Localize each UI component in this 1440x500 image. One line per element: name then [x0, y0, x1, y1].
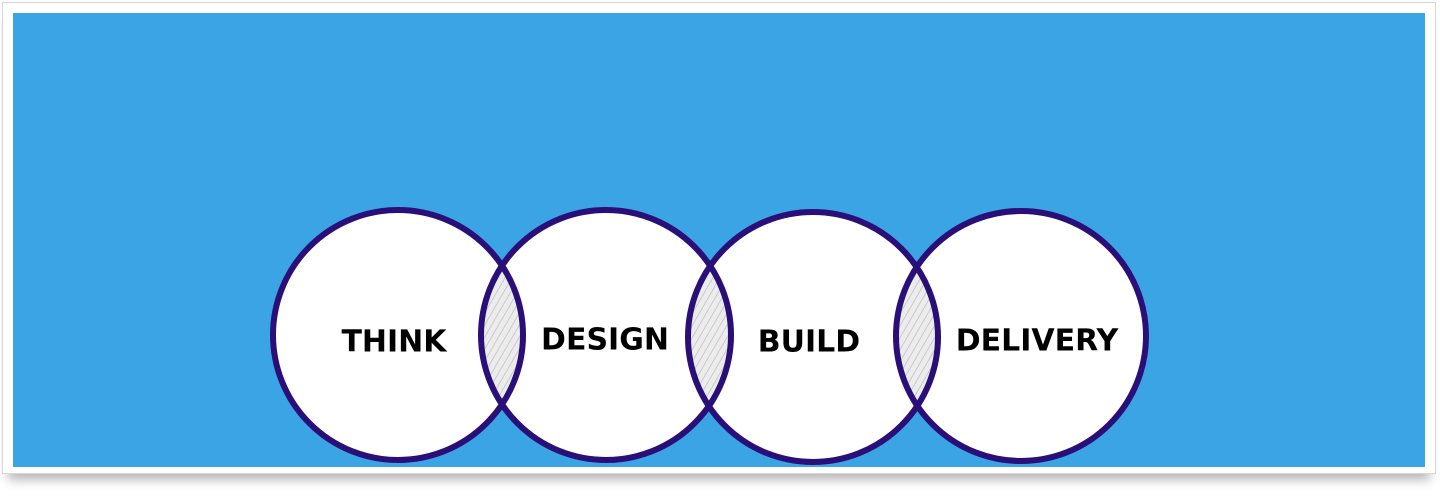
venn-diagram: THINK DESIGN BUILD DELIVERY	[13, 13, 1425, 467]
labels-layer: THINK DESIGN BUILD DELIVERY	[341, 323, 1119, 360]
stage-label-build: BUILD	[758, 325, 860, 360]
circle-build	[688, 212, 938, 462]
circle-design	[481, 210, 731, 460]
circle-outline-think	[270, 207, 526, 463]
overlap-region-2	[688, 265, 731, 407]
circle-outline-build	[685, 209, 941, 465]
overlap-region-3	[896, 267, 939, 406]
circle-delivery	[896, 211, 1146, 461]
stage-label-think: THINK	[341, 325, 448, 360]
circle-think	[273, 210, 523, 460]
image-frame: THINK DESIGN BUILD DELIVERY	[2, 2, 1436, 474]
stage-label-design: DESIGN	[541, 323, 669, 358]
stage-label-delivery: DELIVERY	[956, 324, 1120, 359]
overlap-region-1	[480, 265, 523, 405]
circle-outline-delivery	[893, 208, 1149, 464]
overlaps-layer	[480, 265, 939, 407]
outlines-layer	[270, 207, 1149, 465]
diagram-panel: THINK DESIGN BUILD DELIVERY	[13, 13, 1425, 467]
circles-layer	[273, 210, 1146, 462]
circle-outline-design	[478, 207, 734, 463]
